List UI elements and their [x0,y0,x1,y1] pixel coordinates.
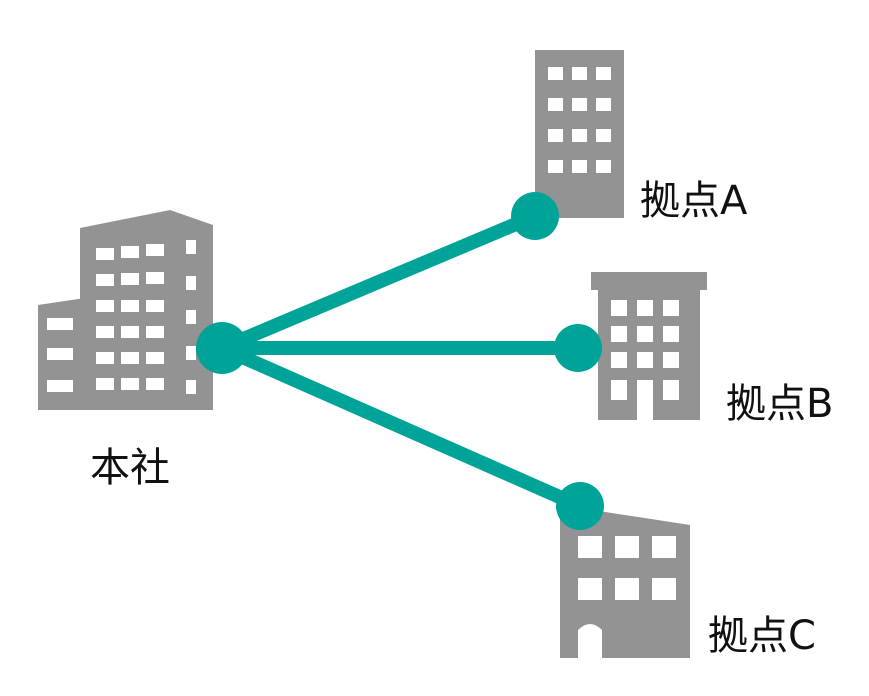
site-b-building-icon [591,272,707,420]
network-nodes [196,192,604,530]
site-c-node-dot [556,482,604,530]
site-b-label: 拠点B [726,381,833,427]
hq-node-dot [196,322,248,374]
link-hq-to-site-a [215,209,542,355]
site-c-building-icon [560,505,690,658]
hq-label: 本社 [90,445,170,491]
network-links [215,209,587,513]
site-b-node-dot [554,324,602,372]
site-a-node-dot [511,192,559,240]
site-a-building-icon [535,50,624,218]
hq-building-windows [47,240,196,394]
site-c-label: 拠点C [708,613,816,659]
link-hq-to-site-c [215,341,587,513]
site-a-label: 拠点A [640,178,748,224]
